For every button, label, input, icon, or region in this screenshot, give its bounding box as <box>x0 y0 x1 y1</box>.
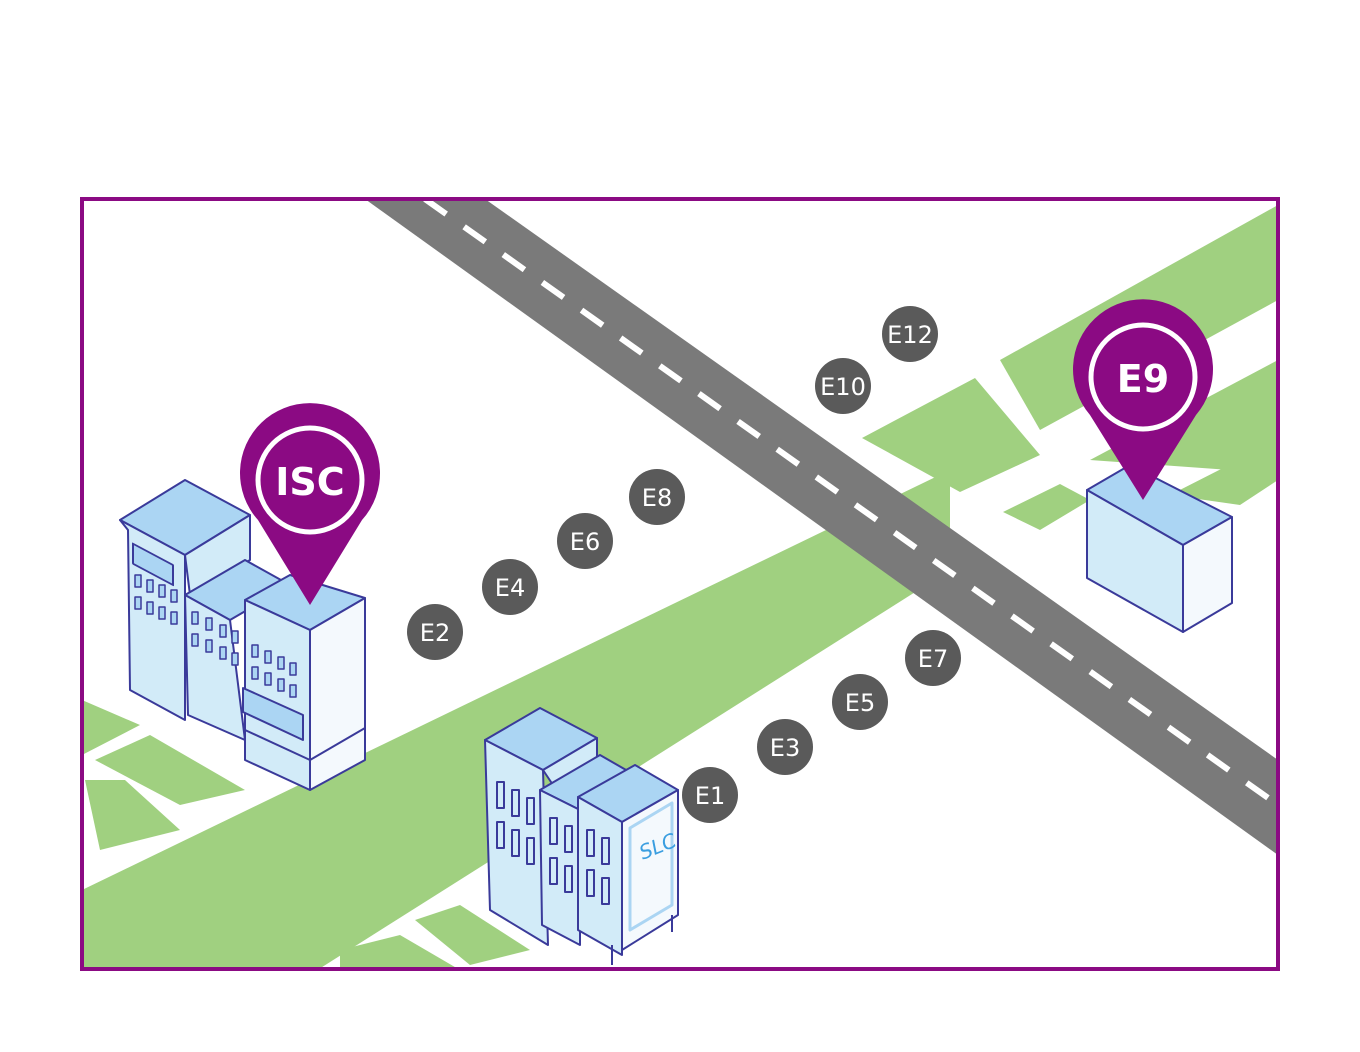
grass-patch-bl-1 <box>82 700 140 755</box>
marker-circle <box>557 513 613 569</box>
marker-e4[interactable]: E4 <box>482 559 538 615</box>
map-ground <box>82 199 1278 969</box>
marker-e3[interactable]: E3 <box>757 719 813 775</box>
grass-patch-mid-2 <box>1003 484 1090 530</box>
e9-building[interactable] <box>1086 464 1233 633</box>
grass-patch-mid <box>862 378 1040 492</box>
marker-circle <box>882 306 938 362</box>
slc-building[interactable]: SLC <box>484 707 680 965</box>
marker-e6[interactable]: E6 <box>557 513 613 569</box>
marker-e10[interactable]: E10 <box>815 358 871 414</box>
grass-patch-e9-2 <box>1170 440 1278 505</box>
isc-pin-label: ISC <box>275 460 344 504</box>
marker-label: E5 <box>845 689 875 717</box>
green-strip <box>82 470 950 969</box>
marker-label: E1 <box>695 782 725 810</box>
map-frame <box>80 197 1280 971</box>
marker-label: E8 <box>642 484 672 512</box>
e9-pin[interactable]: E9 <box>1073 299 1213 500</box>
marker-label: E10 <box>820 373 866 401</box>
road <box>365 199 1278 855</box>
marker-e5[interactable]: E5 <box>832 674 888 730</box>
marker-e8[interactable]: E8 <box>629 469 685 525</box>
grass-patch-b-2 <box>415 905 530 965</box>
marker-circle <box>757 719 813 775</box>
grass-patch-bl-2 <box>95 735 245 805</box>
marker-e1[interactable]: E1 <box>682 767 738 823</box>
isc-pin[interactable]: ISC <box>240 403 381 605</box>
marker-circle <box>629 469 685 525</box>
marker-label: E7 <box>918 645 948 673</box>
marker-circle <box>407 604 463 660</box>
marker-label: E3 <box>770 734 800 762</box>
marker-label: E6 <box>570 528 600 556</box>
marker-circle <box>482 559 538 615</box>
isc-building[interactable] <box>119 479 366 791</box>
e9-pin-label: E9 <box>1117 357 1169 401</box>
marker-e12[interactable]: E12 <box>882 306 938 362</box>
marker-e7[interactable]: E7 <box>905 630 961 686</box>
marker-circle <box>815 358 871 414</box>
marker-circle <box>905 630 961 686</box>
grass-patch-bl-3 <box>85 780 180 850</box>
marker-label: E12 <box>887 321 933 349</box>
marker-e2[interactable]: E2 <box>407 604 463 660</box>
marker-circle <box>832 674 888 730</box>
marker-label: E2 <box>420 619 450 647</box>
marker-label: E4 <box>495 574 525 602</box>
marker-circle <box>682 767 738 823</box>
road-center-line <box>423 199 1278 808</box>
grass-patch-b-1 <box>340 935 459 969</box>
